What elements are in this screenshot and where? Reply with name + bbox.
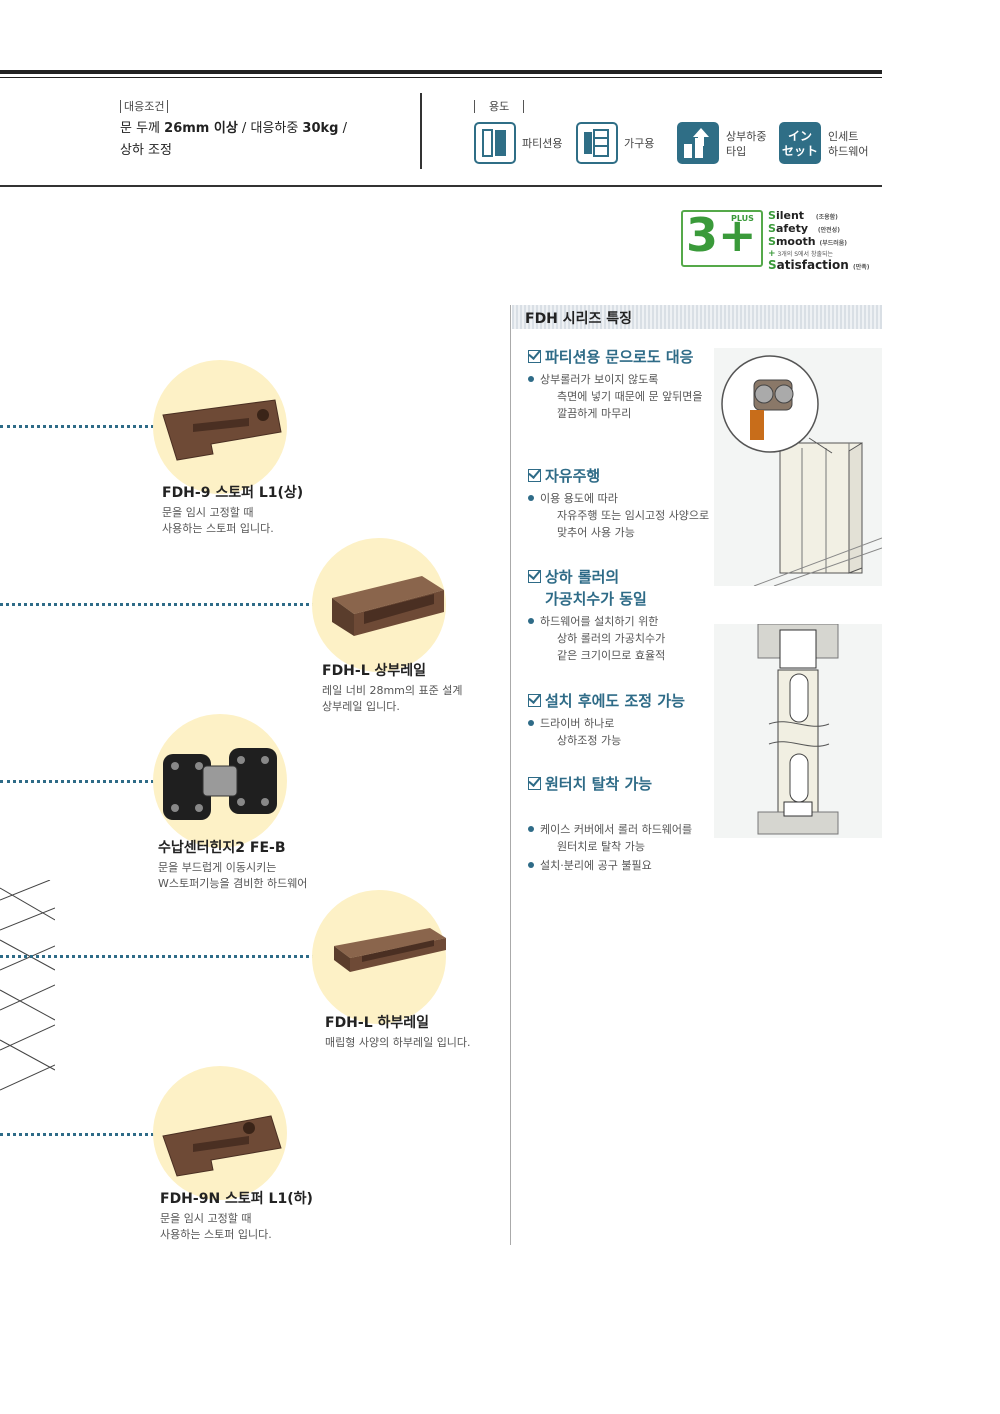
bullet-icon xyxy=(528,376,534,382)
check-icon xyxy=(528,570,541,583)
product-2-image xyxy=(312,538,446,672)
feature-1: 파티션용 문으로도 대응 상부롤러가 보이지 않도록 측면에 넣기 때문에 문 … xyxy=(528,346,713,422)
conditions-tag: 대응조건 xyxy=(120,100,169,113)
check-icon xyxy=(528,350,541,363)
conditions-line1: 문 두께 26mm 이상 / 대응하중 30kg / xyxy=(120,121,347,136)
check-icon xyxy=(528,694,541,707)
leader-line xyxy=(0,1133,160,1136)
conditions-line2: 상하 조정 xyxy=(120,143,172,158)
usage-tag: 용도 xyxy=(474,100,525,113)
conditions-section: 대응조건 문 두께 26mm 이상 / 대응하중 30kg / 상하 조정 xyxy=(120,95,347,162)
feature-5: 원터치 탈착 가능 케이스 커버에서 롤러 하드웨어를 원터치로 탈착 가능 설… xyxy=(528,773,723,874)
feature-4: 설치 후에도 조정 가능 드라이버 하나로 상하조정 가능 xyxy=(528,690,713,749)
top-load-icon xyxy=(677,122,719,164)
usage-label-inset: 인세트 하드웨어 xyxy=(828,130,869,158)
leader-line xyxy=(0,955,315,958)
inset-badge-icon: イン セット xyxy=(779,122,821,164)
panel-divider xyxy=(510,305,511,1245)
usage-label-top-load: 상부하중 타입 xyxy=(726,130,767,158)
roller-mount-illustration xyxy=(714,623,882,838)
product-4-desc: 매립형 사양의 하부레일 입니다. xyxy=(325,1036,471,1049)
product-1-image xyxy=(153,360,287,494)
product-5-title: FDH-9N 스토퍼 L1(하) xyxy=(160,1191,313,1207)
header-bottom-rule xyxy=(0,185,882,187)
leader-line xyxy=(0,603,315,606)
top-rule-thick xyxy=(0,70,882,74)
bullet-icon xyxy=(528,495,534,501)
usage-label-partition: 파티션용 xyxy=(522,137,563,150)
product-4-image xyxy=(312,890,446,1024)
bullet-icon xyxy=(528,826,534,832)
partition-door-illustration xyxy=(714,348,883,587)
logo-plus-label: PLUS xyxy=(731,214,754,223)
partition-door-icon xyxy=(474,122,516,164)
features-header-bar xyxy=(512,305,882,329)
usage-label-furniture: 가구용 xyxy=(624,137,655,150)
product-3-title: 수납센터힌지2 FE-B xyxy=(158,840,286,856)
product-5-image xyxy=(153,1066,287,1200)
check-icon xyxy=(528,777,541,790)
feature-3: 상하 롤러의 가공치수가 동일 하드웨어를 설치하기 위한 상하 롤러의 가공치… xyxy=(528,566,713,664)
product-2-title: FDH-L 상부레일 xyxy=(322,663,427,679)
logo-frame xyxy=(681,210,763,267)
bullet-icon xyxy=(528,618,534,624)
product-3-image xyxy=(153,714,287,848)
leader-line xyxy=(0,425,160,428)
bullet-icon xyxy=(528,862,534,868)
check-icon xyxy=(528,469,541,482)
section-divider xyxy=(420,93,422,169)
features-heading: FDH 시리즈 특징 xyxy=(525,311,633,327)
product-1-title: FDH-9 스토퍼 L1(상) xyxy=(162,485,304,501)
usage-section: 용도 xyxy=(474,95,525,114)
floor-illustration xyxy=(0,880,55,1120)
furniture-cabinet-icon xyxy=(576,122,618,164)
logo-words: Silent (조용함) Safety (안전성) Smooth (부드러움) … xyxy=(768,209,870,272)
bullet-icon xyxy=(528,720,534,726)
product-4-title: FDH-L 하부레일 xyxy=(325,1015,430,1031)
top-rule-thin xyxy=(0,77,882,78)
leader-line xyxy=(0,780,160,783)
feature-2: 자유주행 이용 용도에 따라 자유주행 또는 임시고정 사양으로 맞추어 사용 … xyxy=(528,465,713,541)
logo-3plus: 3+ xyxy=(686,208,757,262)
